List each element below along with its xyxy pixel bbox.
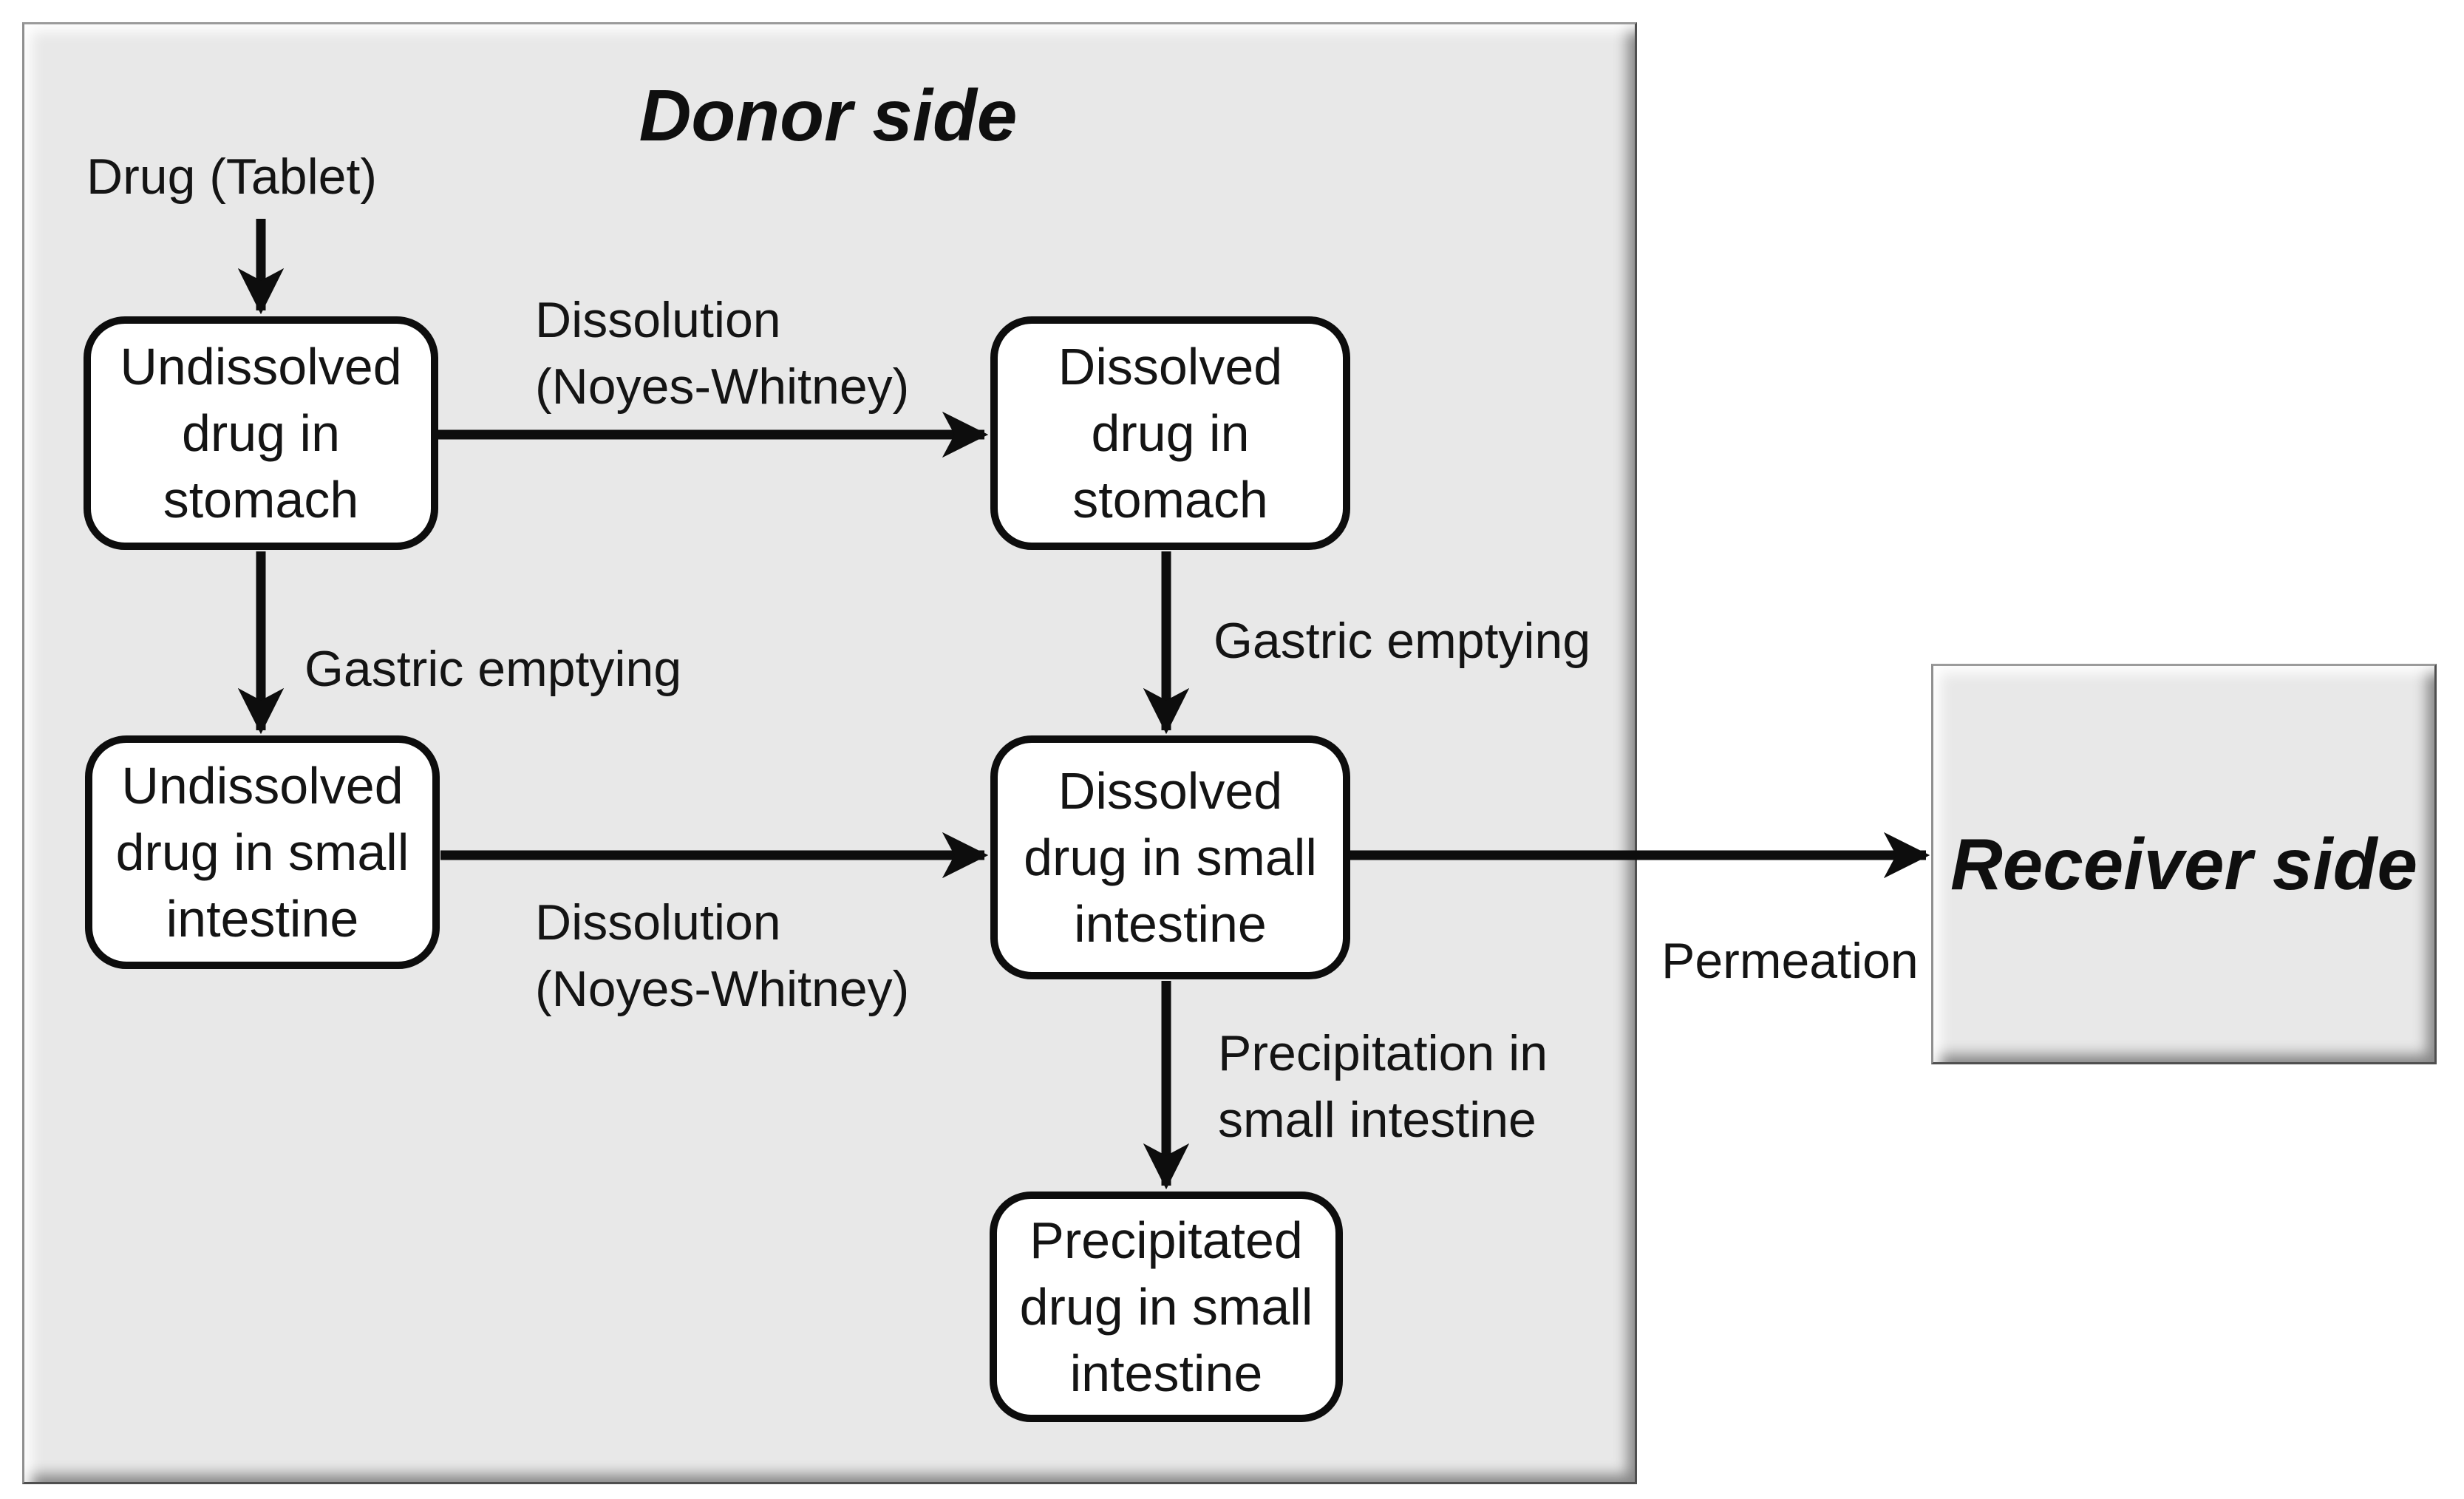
node-dissolved-drug-in-stomach: Dissolved drug in stomach (990, 316, 1350, 550)
edge-label-gastric-emptying-left: Gastric emptying (304, 641, 682, 697)
edge-label-dissolution-intestine: Dissolution (Noyes-Whitney) (535, 894, 910, 1017)
node-undissolved-drug-in-small-intestine: Undissolved drug in small intestine (85, 735, 440, 969)
node-dissolved-drug-in-small-intestine: Dissolved drug in small intestine (990, 735, 1350, 979)
node-label: Dissolved drug in small intestine (1024, 762, 1317, 953)
edge-label-gastric-emptying-right: Gastric emptying (1214, 613, 1591, 669)
node-undissolved-drug-in-stomach: Undissolved drug in stomach (84, 316, 438, 550)
drug-tablet-label: Drug (Tablet) (86, 149, 378, 205)
receiver-side-title: Receiver side (1950, 823, 2417, 905)
edge-label-permeation: Permeation (1661, 933, 1919, 989)
node-label: Precipitated drug in small intestine (1019, 1211, 1313, 1402)
node-precipitated-drug-in-small-intestine: Precipitated drug in small intestine (990, 1192, 1343, 1422)
donor-side-title: Donor side (639, 75, 1018, 156)
edge-label-precipitation: Precipitation in small intestine (1218, 1025, 1548, 1148)
node-label: Undissolved drug in stomach (120, 338, 402, 528)
receiver-side-panel: Receiver side (1931, 664, 2437, 1064)
edge-label-dissolution-stomach: Dissolution (Noyes-Whitney) (535, 292, 910, 415)
node-label: Undissolved drug in small intestine (115, 757, 409, 948)
node-label: Dissolved drug in stomach (1058, 338, 1283, 528)
